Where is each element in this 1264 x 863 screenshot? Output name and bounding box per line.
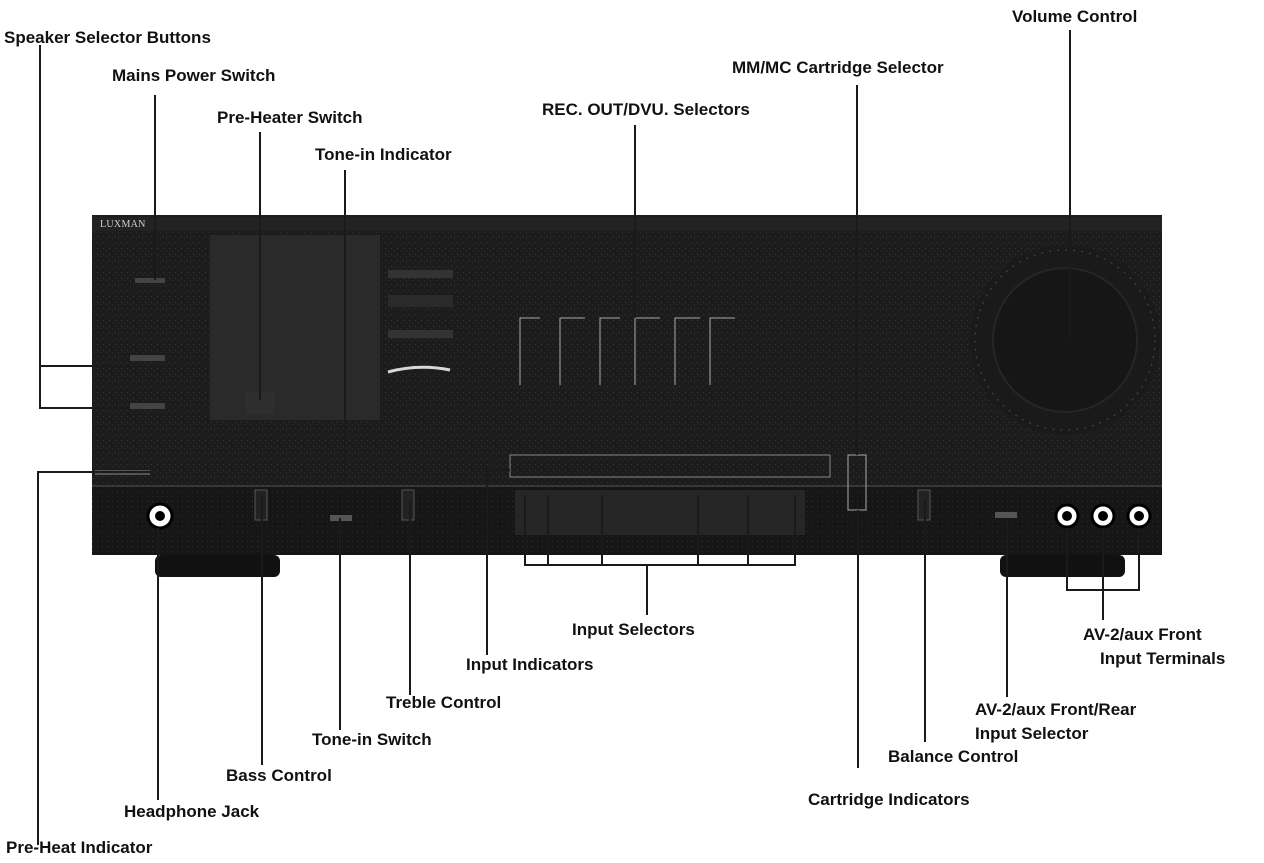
speaker-a-button: [130, 355, 165, 361]
label-treble-control: Treble Control: [386, 693, 502, 712]
label-av2-front-rear-selector-line1: AV-2/aux Front/Rear: [975, 700, 1137, 719]
left-foot: [155, 555, 280, 577]
label-cartridge-indicators: Cartridge Indicators: [808, 790, 970, 809]
brand-logo: LUXMAN: [100, 219, 146, 230]
display-window: [210, 235, 380, 420]
label-av2-front-rear-selector-line2: Input Selector: [975, 724, 1089, 743]
label-balance-control: Balance Control: [888, 747, 1019, 766]
power-switch: [135, 278, 165, 283]
leader-pre-heat: [37, 471, 150, 845]
label-speaker-selector-buttons: Speaker Selector Buttons: [4, 28, 211, 47]
label-av2-front-input-terminals-line1: AV-2/aux Front: [1083, 625, 1202, 644]
leader-lines: [37, 30, 1140, 845]
leader-input-indicators: [486, 469, 510, 655]
input-indicator-strip: [509, 454, 831, 478]
right-foot: [1000, 555, 1125, 577]
label-headphone-jack: Headphone Jack: [124, 802, 260, 821]
label-tone-in-switch: Tone-in Switch: [312, 730, 432, 749]
label-input-selectors: Input Selectors: [572, 620, 695, 639]
label-volume-control: Volume Control: [1012, 7, 1138, 26]
label-av2-front-input-terminals-line2: Input Terminals: [1100, 649, 1226, 668]
leader-av2-terminals: [1066, 528, 1140, 620]
label-bass-control: Bass Control: [226, 766, 332, 785]
input-selector-area: [515, 490, 805, 535]
treble-knob: [401, 489, 415, 521]
av2-selector: [995, 512, 1017, 518]
leader-speaker-selector: [39, 45, 128, 409]
label-mains-power-switch: Mains Power Switch: [112, 66, 276, 85]
label-pre-heater-switch: Pre-Heater Switch: [217, 108, 363, 127]
label-rec-out-dvu-selectors: REC. OUT/DVU. Selectors: [542, 100, 750, 119]
label-pre-heat-indicator: Pre-Heat Indicator: [6, 838, 153, 857]
pre-heater-switch: [245, 392, 275, 414]
label-input-indicators: Input Indicators: [466, 655, 594, 674]
speaker-b-button: [130, 403, 165, 409]
label-mm-mc-cartridge-selector: MM/MC Cartridge Selector: [732, 58, 944, 77]
label-tone-in-indicator: Tone-in Indicator: [315, 145, 452, 164]
leader-input-selectors: [524, 495, 796, 615]
volume-knob: [970, 245, 1160, 435]
